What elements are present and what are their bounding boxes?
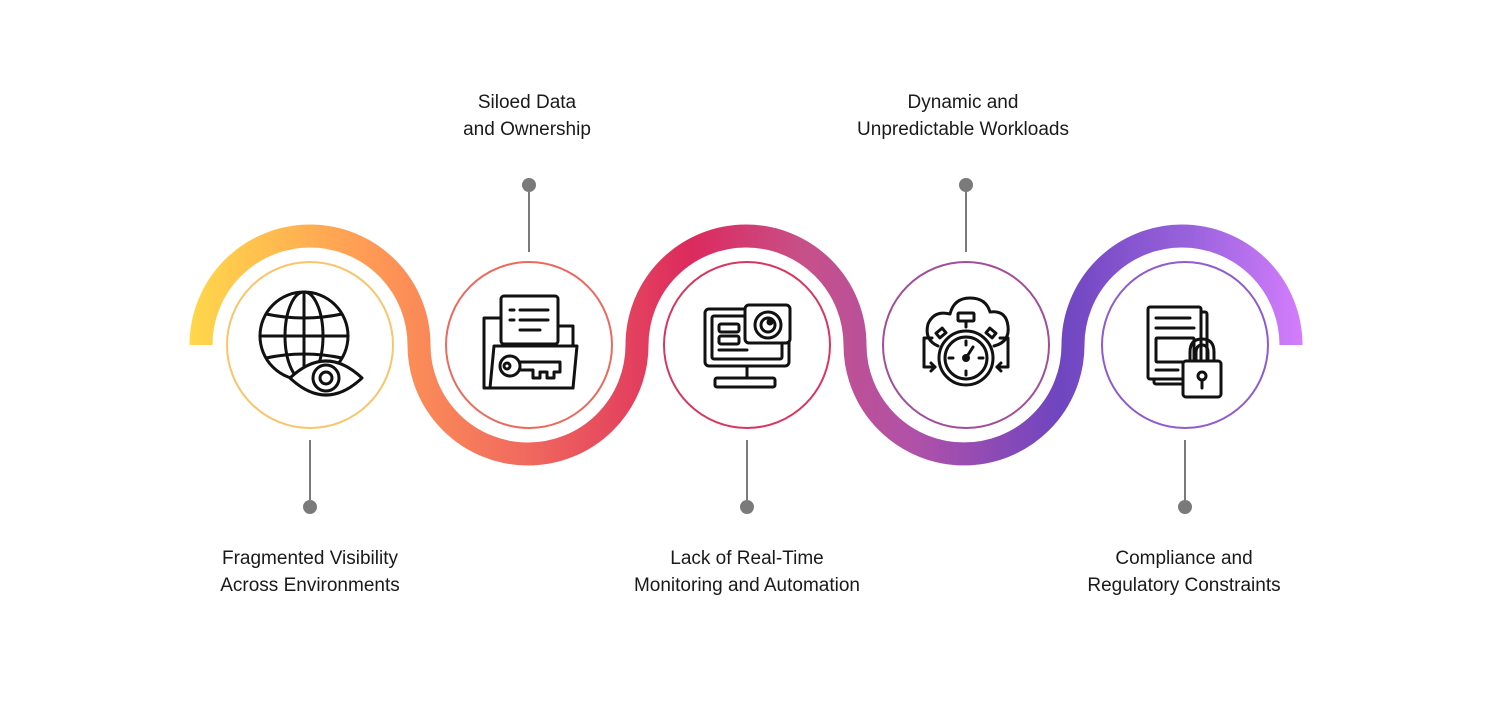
- step-1-label-line-1: Fragmented Visibility: [221, 548, 398, 569]
- monitor-camera-icon: [703, 303, 792, 389]
- step-1-label-line-2: Across Environments: [220, 575, 400, 596]
- cloud-stopwatch-icon: [922, 296, 1010, 387]
- step-5-label: Compliance and Regulatory Constraints: [1004, 545, 1364, 599]
- step-5-label-line-2: Regulatory Constraints: [1087, 575, 1281, 596]
- step-3-label-line-1: Lack of Real-Time: [670, 548, 824, 569]
- step-4-label: Dynamic and Unpredictable Workloads: [783, 89, 1143, 143]
- step-3-ring: [663, 261, 831, 429]
- globe-eye-icon: [258, 290, 364, 397]
- folder-key-icon: [482, 294, 579, 390]
- connector-5: [1178, 440, 1192, 514]
- step-4-label-line-1: Dynamic and: [907, 92, 1019, 113]
- step-4-label-line-2: Unpredictable Workloads: [857, 119, 1069, 140]
- step-3-label-line-2: Monitoring and Automation: [633, 575, 861, 596]
- step-1-ring: [226, 261, 394, 429]
- step-1-label: Fragmented Visibility Across Environment…: [130, 545, 490, 599]
- document-lock-icon: [1146, 305, 1223, 399]
- connector-2: [522, 178, 536, 252]
- connector-3: [740, 440, 754, 514]
- step-3-label: Lack of Real-Time Monitoring and Automat…: [567, 545, 927, 599]
- step-2-label-line-1: Siloed Data: [477, 92, 577, 113]
- connector-1: [303, 440, 317, 514]
- wave-band: [189, 224, 1303, 466]
- step-2-label: Siloed Data and Ownership: [347, 89, 707, 143]
- step-2-label-line-2: and Ownership: [463, 119, 591, 140]
- connector-4: [959, 178, 973, 252]
- step-5-label-line-1: Compliance and: [1115, 548, 1253, 569]
